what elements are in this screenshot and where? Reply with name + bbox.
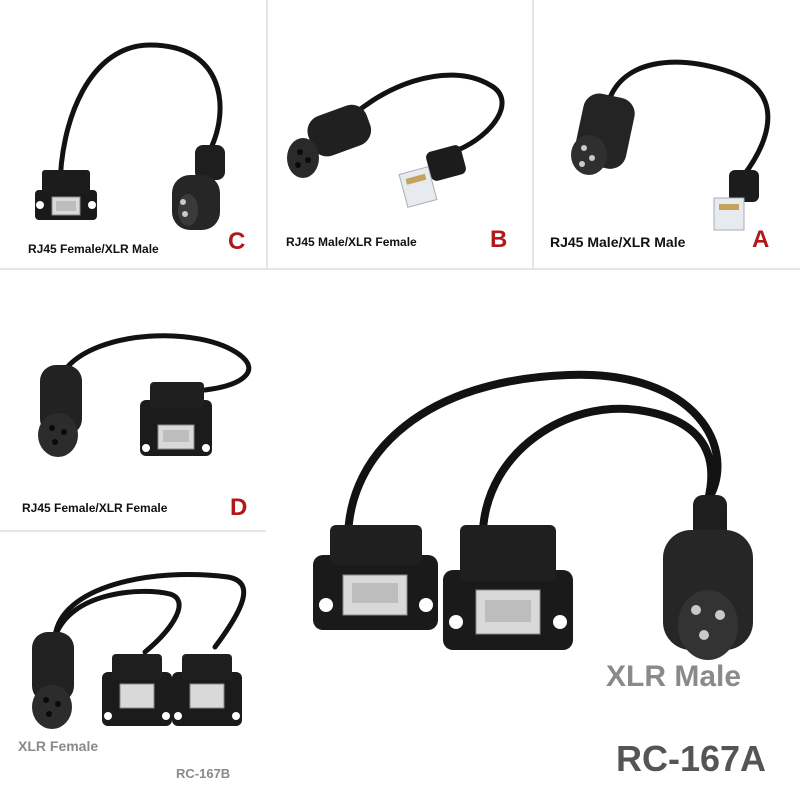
variant-letter-d: D: [230, 494, 248, 521]
cable-photo-rc167a: [313, 370, 753, 660]
variant-letter-c: C: [228, 228, 246, 255]
product-panel-b: RJ45 Male/XLR Female B: [268, 0, 532, 268]
cable-photo-d: [38, 333, 252, 457]
product-panel-d: RJ45 Female/XLR Female D: [0, 270, 266, 530]
product-panel-c: RJ45 Female/XLR Male C: [0, 0, 266, 268]
caption-rc167b: XLR Female: [18, 738, 99, 754]
product-panel-rc167b: XLR Female RC-167B: [0, 532, 266, 800]
divider-top-1: [266, 0, 268, 268]
model-rc167b: RC-167B: [176, 766, 231, 781]
cable-photo-rc167b: [32, 572, 247, 729]
cable-photo-c: [35, 42, 225, 230]
caption-b: RJ45 Male/XLR Female: [286, 235, 417, 249]
cable-photo-a: [571, 59, 771, 231]
product-panel-a: RJ45 Male/XLR Male A: [534, 0, 800, 268]
model-rc167a: RC-167A: [616, 738, 767, 779]
caption-d: RJ45 Female/XLR Female: [22, 501, 168, 515]
caption-c: RJ45 Female/XLR Male: [28, 242, 159, 256]
caption-rc167a: XLR Male: [606, 660, 742, 693]
divider-row: [0, 268, 800, 270]
divider-top-2: [532, 0, 534, 268]
caption-a: RJ45 Male/XLR Male: [550, 234, 686, 250]
variant-letter-b: B: [490, 226, 508, 253]
variant-letter-a: A: [752, 226, 770, 253]
product-panel-rc167a: XLR Male RC-167A: [268, 270, 800, 800]
cable-photo-b: [287, 72, 505, 208]
divider-left-mid: [0, 530, 266, 532]
